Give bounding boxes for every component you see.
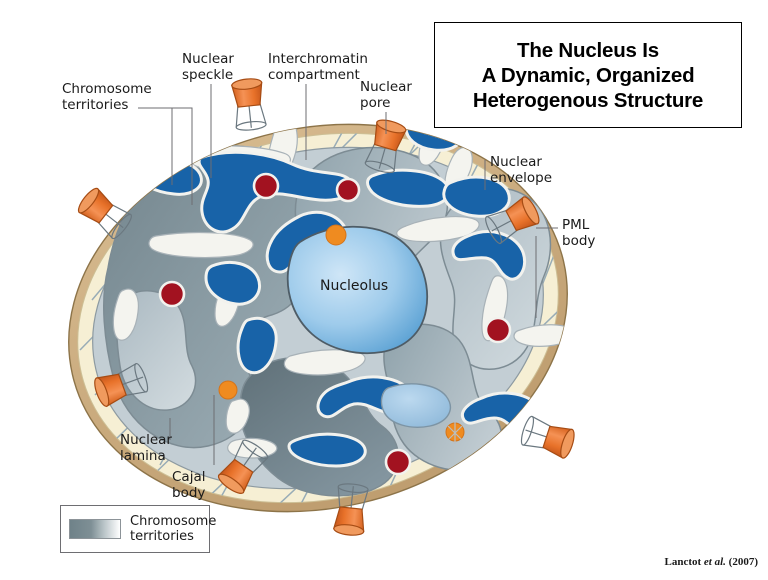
nucleolus-shape — [286, 225, 429, 355]
label-interchromatin-compartment: Interchromatin compartment — [268, 51, 368, 83]
label-nucleolus: Nucleolus — [320, 278, 389, 294]
pore-basket-ring — [520, 415, 535, 446]
interchromatin-channel — [513, 324, 575, 347]
pore-basket-ring — [364, 160, 395, 174]
citation: Lanctot et al. (2007) — [665, 556, 759, 568]
label-chromosome-territories: Chromosome territories — [62, 81, 152, 113]
pore-basket — [364, 142, 397, 172]
pore-basket — [486, 209, 519, 244]
nuclear-speckle — [366, 168, 451, 208]
pml-body — [158, 280, 186, 308]
nuclear-speckle — [442, 175, 511, 218]
pore-rim — [231, 78, 263, 90]
pore-basket — [233, 440, 268, 475]
title-box: The Nucleus Is A Dynamic, Organized Hete… — [434, 22, 742, 128]
pml-body — [484, 316, 512, 344]
citation-year: (2007) — [725, 556, 758, 568]
interchromatin-channel — [225, 398, 250, 434]
pore-rim — [77, 187, 100, 214]
title-line-2: A Dynamic, Organized — [481, 63, 695, 87]
pml-body — [335, 177, 361, 203]
label-cajal-body: Cajal body — [172, 469, 206, 501]
interchromatin-channel — [396, 216, 480, 243]
pore-basket-ring — [485, 216, 502, 245]
pore-rim — [376, 119, 407, 134]
citation-author: Lanctot — [664, 556, 704, 568]
chromosome-territories-gradient-swatch — [69, 519, 121, 539]
nuclear-speckle — [236, 316, 278, 375]
pore-basket — [97, 203, 132, 239]
pore-rim — [560, 428, 575, 459]
pml-bodies — [158, 172, 512, 476]
pore-basket — [116, 363, 147, 397]
interchromatin-channel — [148, 231, 254, 259]
label-nuclear-lamina: Nuclear lamina — [120, 432, 172, 464]
nuclear-speckle — [287, 432, 367, 468]
pore-basket-ring — [337, 483, 369, 494]
pore-rim — [94, 377, 110, 407]
label-nuclear-envelope: Nuclear envelope — [490, 154, 553, 186]
nuclear-speckle — [204, 261, 261, 306]
pore-basket — [522, 415, 553, 449]
pml-body — [384, 448, 412, 476]
nucleolus-secondary — [380, 383, 451, 428]
pore-basket-ring — [242, 439, 269, 460]
legend: Chromosome territories — [60, 505, 216, 553]
cajal-body — [218, 380, 238, 400]
title-line-3: Heterogenous Structure — [472, 88, 704, 112]
label-nuclear-speckle: Nuclear speckle — [182, 51, 234, 83]
nuclear-speckle — [451, 230, 527, 281]
label-pml-body: PML body — [562, 217, 596, 249]
pore-basket-ring — [134, 362, 149, 393]
citation-etal: et al. — [703, 556, 726, 568]
pore-basket — [337, 486, 369, 512]
pore-rim — [217, 473, 245, 494]
cajal-body — [325, 224, 347, 246]
legend-label: Chromosome territories — [130, 514, 217, 544]
label-nuclear-pore: Nuclear pore — [360, 79, 412, 111]
pore-rim — [521, 196, 540, 225]
leader-lines — [138, 84, 558, 465]
pore-basket — [235, 102, 267, 128]
nuclear-pores — [77, 78, 575, 536]
pore-rim — [333, 524, 365, 536]
title-line-1: The Nucleus Is — [517, 38, 659, 62]
pore-basket-ring — [235, 120, 267, 131]
interchromatin-channel — [112, 288, 139, 341]
pore-basket-ring — [111, 213, 132, 240]
pml-body — [252, 172, 280, 200]
cajal-body-filaments — [447, 420, 463, 444]
leader-chromosome-territories — [138, 107, 193, 205]
interchromatin-channel — [227, 437, 278, 459]
